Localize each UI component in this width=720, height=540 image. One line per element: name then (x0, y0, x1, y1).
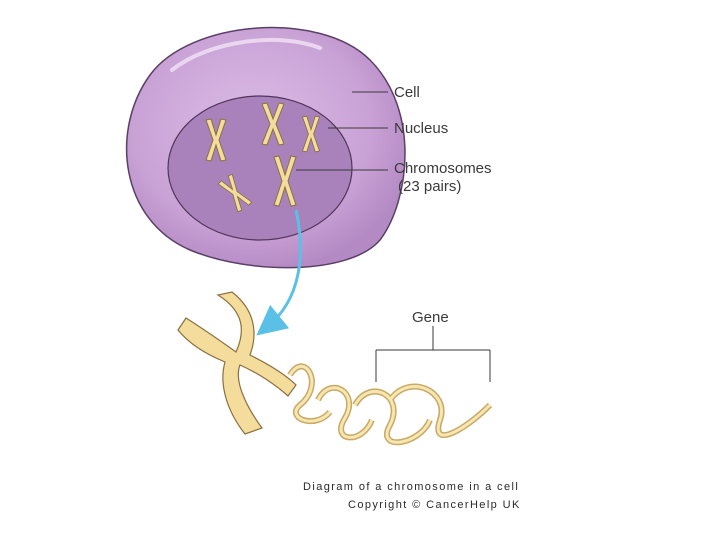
dna-coil (287, 363, 493, 446)
zoom-arrow (256, 209, 302, 336)
nucleus (167, 95, 353, 241)
chromosome (273, 155, 297, 207)
chromosomes-label: Chromosomes (394, 160, 492, 177)
chromosome (261, 102, 285, 146)
dna-coil-highlight (288, 364, 492, 444)
caption-line-2: Copyright © CancerHelp UK (348, 499, 521, 511)
caption-line-1: Diagram of a chromosome in a cell (303, 481, 519, 493)
leader-lines (296, 91, 388, 171)
chromosomes-count-label: (23 pairs) (398, 178, 461, 195)
chromosome-group (205, 102, 321, 213)
enlarged-chromosome (177, 291, 493, 446)
gene-bracket (375, 326, 491, 382)
chromosome (217, 173, 253, 213)
cell-label: Cell (394, 84, 420, 101)
chromosome (301, 115, 321, 153)
gene-label: Gene (412, 309, 449, 326)
chromosome (205, 118, 227, 162)
nucleus-label: Nucleus (394, 120, 448, 137)
